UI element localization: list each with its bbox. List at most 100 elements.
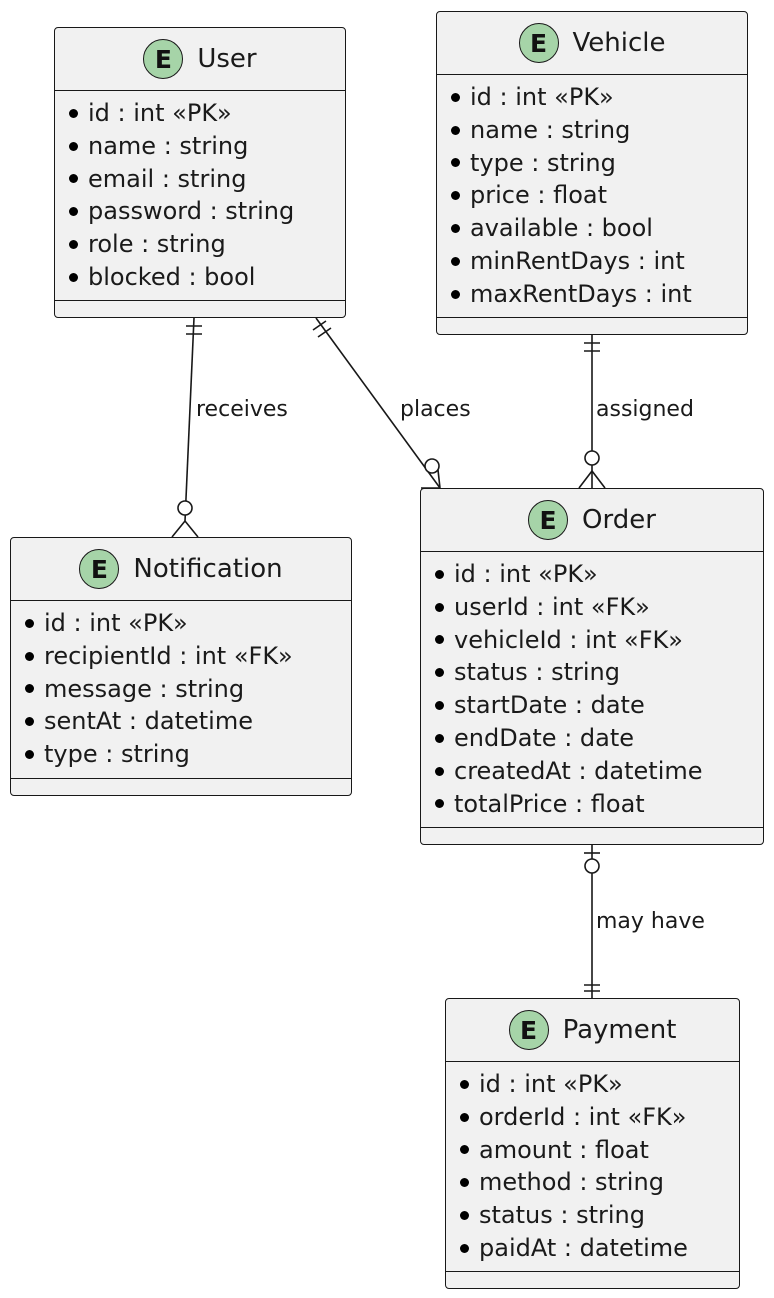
edge-may-have-exactly-one-marker: [584, 984, 600, 992]
attribute-text: createdAt : datetime: [454, 756, 703, 785]
attribute-row: method : string: [460, 1166, 739, 1199]
mandatory-bullet-icon: [69, 272, 78, 282]
mandatory-bullet-icon: [435, 635, 444, 645]
mandatory-bullet-icon: [435, 733, 444, 743]
edge-places-zero-marker: [424, 458, 440, 474]
entity-header: E Vehicle: [437, 12, 747, 75]
mandatory-bullet-icon: [451, 158, 460, 168]
mandatory-bullet-icon: [25, 618, 34, 628]
attribute-list: id : int «PK» orderId : int «FK» amount …: [446, 1062, 739, 1265]
attribute-row: price : float: [451, 179, 747, 212]
attribute-row: available : bool: [451, 212, 747, 245]
attribute-row: minRentDays : int: [451, 245, 747, 278]
entity-icon: E: [143, 39, 184, 79]
mandatory-bullet-icon: [69, 207, 78, 217]
mandatory-bullet-icon: [435, 701, 444, 711]
attribute-row: blocked : bool: [69, 261, 345, 294]
edge-assigned-many-marker: [578, 469, 606, 489]
edge-receives-zero-marker: [177, 500, 193, 516]
attribute-text: role : string: [88, 230, 226, 259]
entity-user[interactable]: E User id : int «PK» name : string email…: [54, 27, 346, 318]
attribute-text: available : bool: [470, 214, 653, 243]
attribute-text: name : string: [470, 115, 631, 144]
attribute-list: id : int «PK» name : string type : strin…: [437, 75, 747, 311]
mandatory-bullet-icon: [25, 750, 34, 760]
attribute-text: vehicleId : int «FK»: [454, 625, 683, 654]
attribute-row: id : int «PK»: [69, 97, 345, 130]
attribute-text: message : string: [44, 674, 245, 703]
attribute-row: type : string: [25, 738, 351, 771]
entity-notification[interactable]: E Notification id : int «PK» recipientId…: [10, 537, 352, 796]
attribute-text: email : string: [88, 164, 247, 193]
attribute-text: id : int «PK»: [88, 99, 232, 127]
attribute-text: type : string: [44, 740, 190, 769]
mandatory-bullet-icon: [460, 1079, 469, 1089]
attribute-text: id : int «PK»: [470, 83, 614, 111]
attribute-row: name : string: [451, 114, 747, 147]
attribute-text: blocked : bool: [88, 262, 256, 291]
attribute-row: status : string: [460, 1199, 739, 1232]
attribute-row: email : string: [69, 163, 345, 196]
entity-header: E User: [55, 28, 345, 91]
mandatory-bullet-icon: [69, 141, 78, 151]
relationship-label-may-have: may have: [596, 909, 705, 934]
entity-title: Order: [582, 505, 656, 535]
attribute-row: totalPrice : float: [435, 788, 763, 821]
edge-receives-one-marker: [186, 325, 202, 335]
mandatory-bullet-icon: [460, 1145, 469, 1155]
entity-order[interactable]: E Order id : int «PK» userId : int «FK» …: [420, 488, 764, 845]
mandatory-bullet-icon: [435, 602, 444, 612]
edge-assigned-one-marker: [584, 342, 600, 352]
entity-title: Vehicle: [572, 28, 666, 58]
entity-icon: E: [508, 1010, 549, 1050]
entity-title: Payment: [562, 1015, 677, 1045]
attribute-text: type : string: [470, 148, 616, 177]
attribute-text: endDate : date: [454, 723, 635, 752]
attribute-text: totalPrice : float: [454, 789, 645, 818]
attribute-text: startDate : date: [454, 691, 645, 720]
mandatory-bullet-icon: [69, 174, 78, 184]
entity-header: E Payment: [446, 999, 739, 1062]
attribute-row: endDate : date: [435, 722, 763, 755]
mandatory-bullet-icon: [25, 651, 34, 661]
relationship-label-receives: receives: [196, 397, 288, 422]
entity-icon: E: [79, 549, 120, 589]
attribute-row: role : string: [69, 228, 345, 261]
entity-header: E Order: [421, 489, 763, 552]
attribute-row: recipientId : int «FK»: [25, 640, 351, 673]
attribute-list: id : int «PK» userId : int «FK» vehicleI…: [421, 552, 763, 820]
edge-may-have-zero-marker: [584, 858, 600, 874]
attribute-text: sentAt : datetime: [44, 707, 253, 736]
mandatory-bullet-icon: [435, 668, 444, 678]
edge-places: [315, 317, 441, 489]
attribute-text: id : int «PK»: [479, 1070, 623, 1098]
methods-divider: [446, 1271, 739, 1272]
attribute-text: orderId : int «FK»: [479, 1102, 687, 1131]
mandatory-bullet-icon: [451, 256, 460, 266]
attribute-row: password : string: [69, 195, 345, 228]
attribute-row: maxRentDays : int: [451, 278, 747, 311]
attribute-row: status : string: [435, 656, 763, 689]
entity-title: User: [197, 44, 257, 74]
edge-assigned-zero-marker: [584, 450, 600, 466]
edge-receives: [184, 317, 195, 522]
attribute-text: maxRentDays : int: [470, 279, 692, 308]
mandatory-bullet-icon: [460, 1178, 469, 1188]
mandatory-bullet-icon: [460, 1211, 469, 1221]
entity-payment[interactable]: E Payment id : int «PK» orderId : int «F…: [445, 998, 740, 1289]
attribute-row: createdAt : datetime: [435, 755, 763, 788]
attribute-text: status : string: [479, 1201, 645, 1230]
mandatory-bullet-icon: [435, 569, 444, 579]
attribute-text: minRentDays : int: [470, 246, 685, 275]
entity-vehicle[interactable]: E Vehicle id : int «PK» name : string ty…: [436, 11, 748, 335]
edge-receives-many-marker: [171, 519, 199, 538]
attribute-text: amount : float: [479, 1135, 649, 1164]
attribute-list: id : int «PK» name : string email : stri…: [55, 91, 345, 294]
attribute-row: orderId : int «FK»: [460, 1101, 739, 1134]
attribute-row: vehicleId : int «FK»: [435, 624, 763, 657]
attribute-text: id : int «PK»: [44, 609, 188, 637]
mandatory-bullet-icon: [460, 1243, 469, 1253]
attribute-list: id : int «PK» recipientId : int «FK» mes…: [11, 601, 351, 771]
attribute-row: id : int «PK»: [451, 81, 747, 114]
